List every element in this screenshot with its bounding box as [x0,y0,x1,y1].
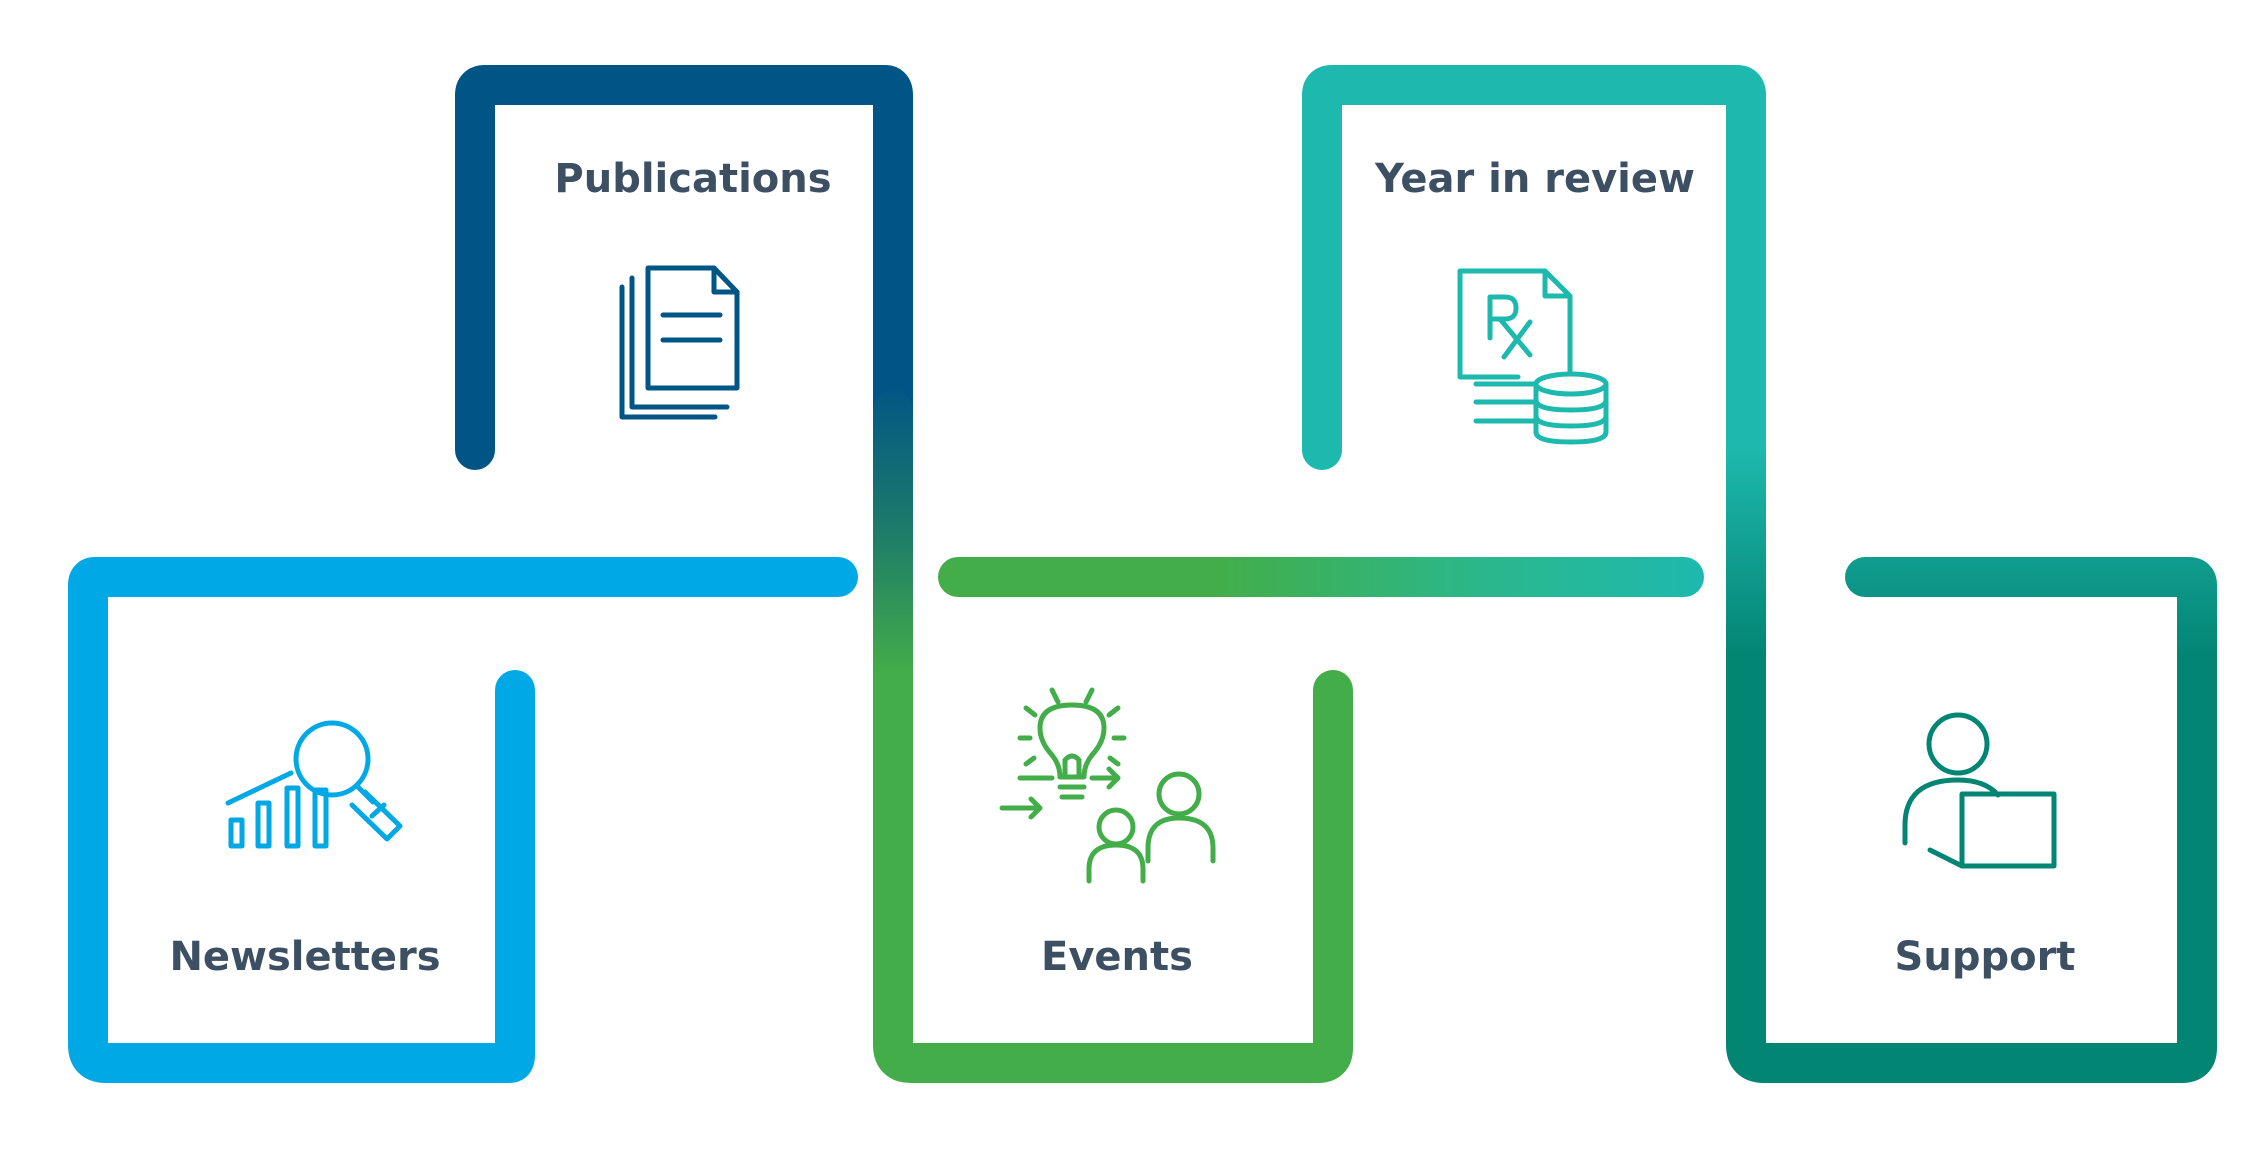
prescription-coins-icon [1457,268,1609,445]
card-frame-publications [455,65,913,485]
card-frame-year-in-review [1302,65,1766,470]
card-frame-support [1726,310,2217,1083]
card-label-support: Support [1895,934,2076,980]
card-label-year-in-review: Year in review [1374,156,1695,202]
card-label-events: Events [1041,934,1193,980]
person-laptop-icon [1902,712,2057,869]
documents-stack-icon [619,265,740,420]
card-label-newsletters: Newsletters [169,934,440,980]
lightbulb-people-icon [999,687,1216,884]
card-label-publications: Publications [554,156,831,202]
card-frame-newsletters [68,557,858,1083]
chart-magnifier-icon [225,720,403,849]
card-frame-events [873,390,1704,1083]
